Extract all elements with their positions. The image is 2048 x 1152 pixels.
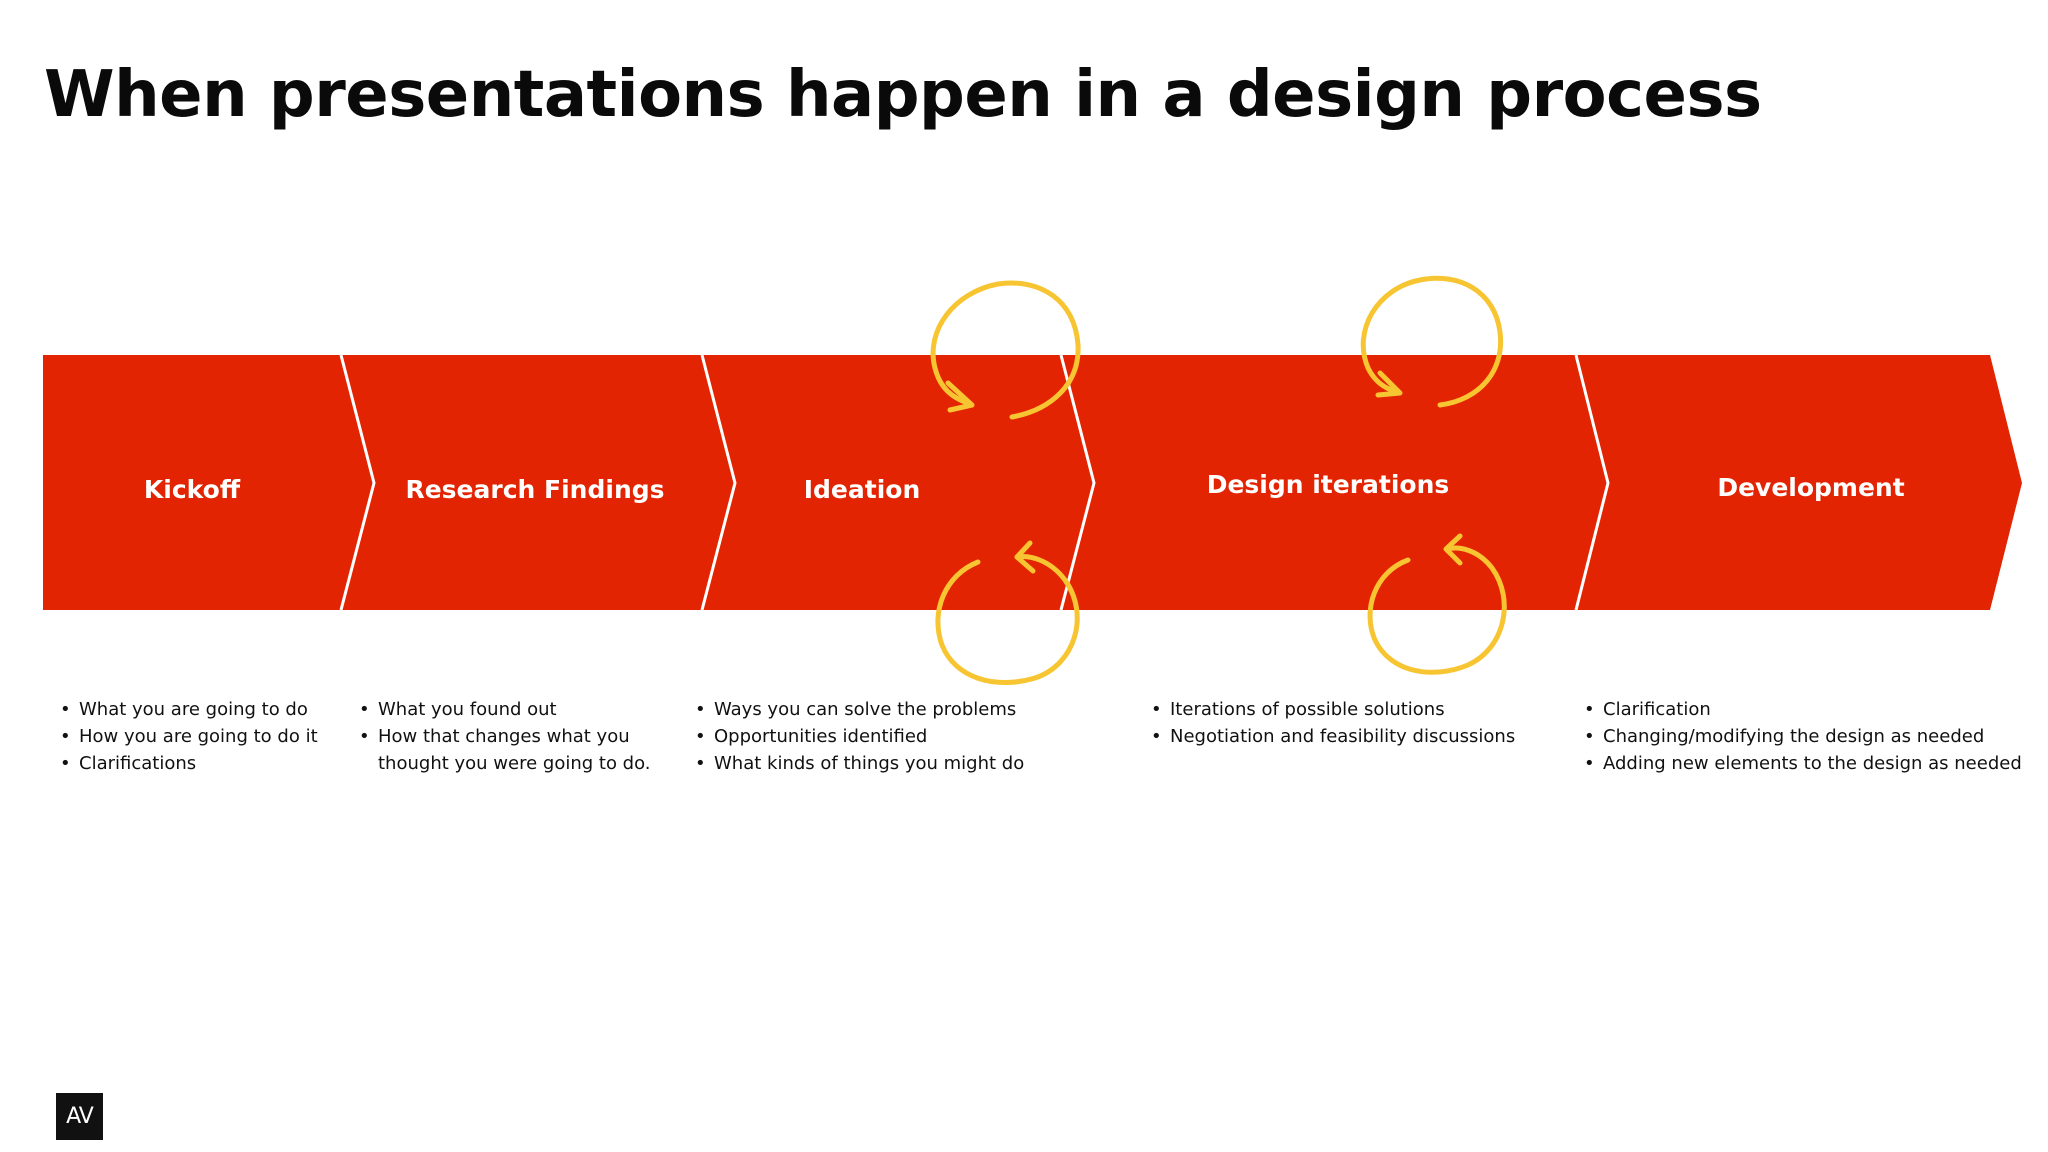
stage-label-kickoff: Kickoff	[144, 475, 241, 504]
bullet-item: What you are going to do	[60, 696, 318, 723]
process-band	[43, 355, 2022, 610]
stage-bullets-kickoff: What you are going to do How you are goi…	[60, 696, 318, 777]
bullet-item: How that changes what you	[359, 723, 651, 750]
stage-label-development: Development	[1717, 473, 1904, 502]
bullet-item: How you are going to do it	[60, 723, 318, 750]
loop-arrow-icon	[1367, 533, 1507, 675]
slide-title: When presentations happen in a design pr…	[44, 58, 1762, 132]
stage-divider	[1574, 354, 1610, 611]
stage-label-research-findings: Research Findings	[405, 475, 664, 504]
bullet-item: Negotiation and feasibility discussions	[1151, 723, 1515, 750]
bullet-item: Opportunities identified	[695, 723, 1024, 750]
bullet-item: Clarifications	[60, 750, 318, 777]
stage-bullets-research-findings: What you found out How that changes what…	[359, 696, 651, 777]
bullet-item: Clarification	[1584, 696, 2022, 723]
bullet-item: thought you were going to do.	[378, 753, 651, 774]
bullet-item: Iterations of possible solutions	[1151, 696, 1515, 723]
stage-bullets-development: Clarification Changing/modifying the des…	[1584, 696, 2022, 777]
bullet-item: Ways you can solve the problems	[695, 696, 1024, 723]
stage-divider	[1059, 354, 1096, 611]
loop-arrow-icon	[1360, 275, 1504, 408]
stage-divider	[700, 354, 737, 611]
loop-arrow-icon	[935, 540, 1080, 686]
av-logo: AV	[56, 1093, 103, 1140]
bullet-item: What you found out	[359, 696, 651, 723]
stage-label-ideation: Ideation	[804, 475, 921, 504]
loop-arrow-icon	[930, 280, 1081, 420]
bullet-item: Changing/modifying the design as needed	[1584, 723, 2022, 750]
stage-label-design-iterations: Design iterations	[1207, 470, 1450, 499]
stage-bullets-design-iterations: Iterations of possible solutions Negotia…	[1151, 696, 1515, 750]
stage-bullets-ideation: Ways you can solve the problems Opportun…	[695, 696, 1024, 777]
bullet-item: What kinds of things you might do	[695, 750, 1024, 777]
bullet-item: Adding new elements to the design as nee…	[1584, 750, 2022, 777]
stage-divider	[339, 354, 376, 611]
